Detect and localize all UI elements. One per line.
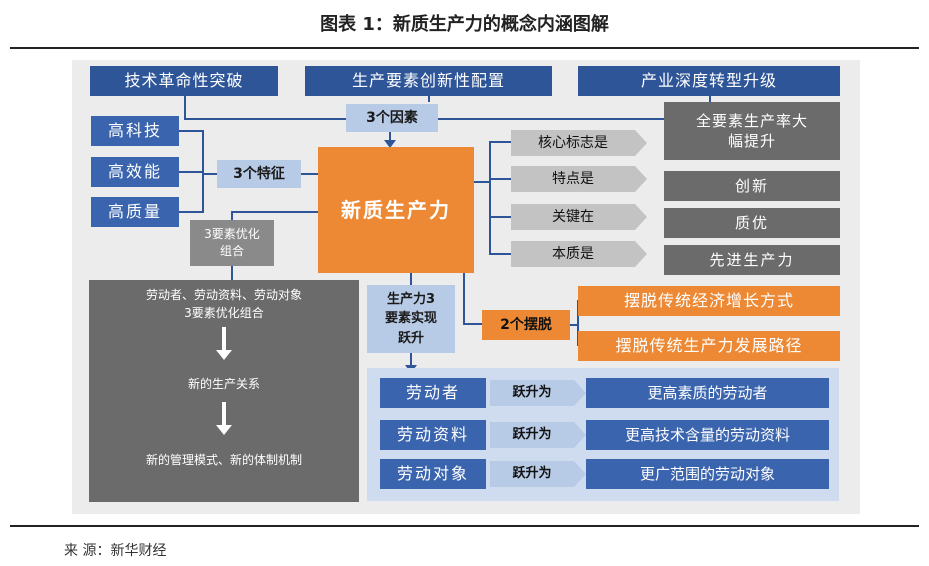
title-rule (10, 47, 919, 49)
leap-from-means: 劳动资料 (380, 420, 486, 450)
gray-panel-line2: 3要素优化组合 (184, 306, 264, 320)
connector (179, 171, 203, 173)
connector (570, 324, 578, 326)
chevron-right-icon (574, 461, 586, 487)
center-new-productivity: 新质生产力 (318, 147, 474, 273)
feature-high-tech: 高科技 (91, 116, 179, 146)
leap-to-means: 更高技术含量的劳动资料 (586, 420, 829, 450)
source-note: 来 源：新华财经 (64, 543, 167, 559)
connector (489, 253, 511, 255)
connector (577, 300, 579, 346)
chevron-right-icon (574, 380, 586, 406)
connector (489, 141, 491, 253)
connector (474, 181, 490, 183)
bottom-rule (10, 525, 919, 527)
connector (231, 211, 233, 221)
factor-combo-label: 3要素优化组合 (190, 220, 274, 266)
leap-label: 生产力3要素实现跃升 (367, 285, 455, 353)
attribute-essence-value: 先进生产力 (664, 245, 840, 275)
leap-from-objects: 劳动对象 (380, 459, 486, 489)
gray-panel (89, 280, 359, 502)
figure-title: 图表 1：新质生产力的概念内涵图解 (320, 14, 609, 35)
arrow-down-icon (216, 425, 232, 435)
connector (489, 216, 511, 218)
connector (179, 211, 203, 213)
three-features-label: 3个特征 (217, 160, 301, 188)
chevron-right-icon (635, 204, 647, 230)
arrow-down-icon (222, 402, 226, 426)
connector (184, 96, 186, 120)
attribute-key-label: 关键在 (511, 204, 635, 230)
factor-industrial-upgrade: 产业深度转型升级 (578, 66, 840, 96)
connector (463, 273, 465, 324)
gray-panel-step3: 新的管理模式、新的体制机制 (145, 453, 302, 467)
leap-from-laborer: 劳动者 (380, 378, 486, 408)
connector (184, 118, 710, 120)
three-factors-label: 3个因素 (346, 104, 438, 132)
feature-high-efficiency: 高效能 (91, 157, 179, 187)
chevron-right-icon (635, 241, 647, 267)
chevron-right-icon (574, 422, 586, 448)
break-away-label: 2个摆脱 (482, 310, 570, 340)
leap-verb: 跃升为 (490, 461, 574, 487)
connector (489, 141, 511, 143)
gray-panel-step2: 新的生产关系 (187, 377, 260, 391)
connector (410, 273, 412, 285)
leap-verb: 跃升为 (490, 380, 574, 406)
connector (203, 173, 217, 175)
connector (179, 130, 203, 132)
break-item-growth: 摆脱传统经济增长方式 (578, 286, 840, 316)
arrow-down-icon (384, 140, 396, 148)
connector (410, 353, 412, 367)
leap-to-laborer: 更高素质的劳动者 (586, 378, 829, 408)
connector (389, 131, 391, 143)
connector (231, 266, 233, 280)
leap-to-objects: 更广范围的劳动对象 (586, 459, 829, 489)
connector (463, 323, 482, 325)
gray-panel-line1: 劳动者、劳动资料、劳动对象 (145, 288, 302, 302)
connector (300, 173, 318, 175)
attribute-feature-label: 特点是 (511, 166, 635, 192)
factor-tech-revolution: 技术革命性突破 (90, 66, 278, 96)
arrow-down-icon (222, 327, 226, 351)
attribute-core-label: 核心标志是 (511, 130, 635, 156)
attribute-key-value: 质优 (664, 208, 840, 238)
attribute-core-value: 全要素生产率大幅提升 (664, 102, 840, 160)
feature-high-quality: 高质量 (91, 197, 179, 227)
connector (489, 178, 511, 180)
attribute-essence-label: 本质是 (511, 241, 635, 267)
chevron-right-icon (635, 166, 647, 192)
factor-innovative-allocation: 生产要素创新性配置 (305, 66, 552, 96)
chevron-right-icon (635, 130, 647, 156)
connector (202, 130, 204, 213)
break-item-path: 摆脱传统生产力发展路径 (578, 331, 840, 361)
leap-verb: 跃升为 (490, 422, 574, 448)
attribute-feature-value: 创新 (664, 171, 840, 201)
connector (428, 96, 430, 102)
connector (231, 211, 318, 213)
arrow-down-icon (216, 350, 232, 360)
